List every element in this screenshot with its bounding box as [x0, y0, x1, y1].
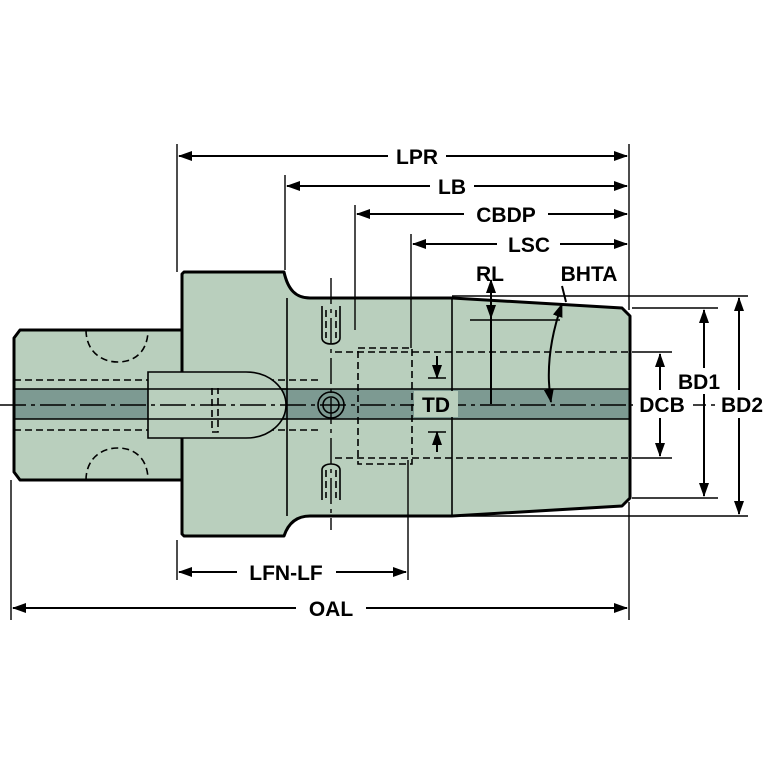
label-oal: OAL [309, 598, 354, 621]
label-lsc: LSC [508, 234, 550, 257]
label-lfn-lf: LFN-LF [249, 562, 323, 585]
label-rl: RL [476, 263, 504, 286]
dimension-labels: LPR LB CBDP LSC RL BHTA BD1 BD2 DCB TD L… [238, 141, 767, 622]
dimension-lines [12, 151, 744, 613]
label-td: TD [422, 394, 450, 417]
label-cbdp: CBDP [476, 204, 536, 227]
label-dcb: DCB [639, 394, 685, 417]
label-lpr: LPR [396, 146, 438, 169]
label-lb: LB [438, 176, 466, 199]
toolholder-body [0, 270, 767, 538]
label-bd2: BD2 [721, 394, 763, 417]
label-bd1: BD1 [678, 371, 720, 394]
label-bhta: BHTA [561, 263, 618, 286]
